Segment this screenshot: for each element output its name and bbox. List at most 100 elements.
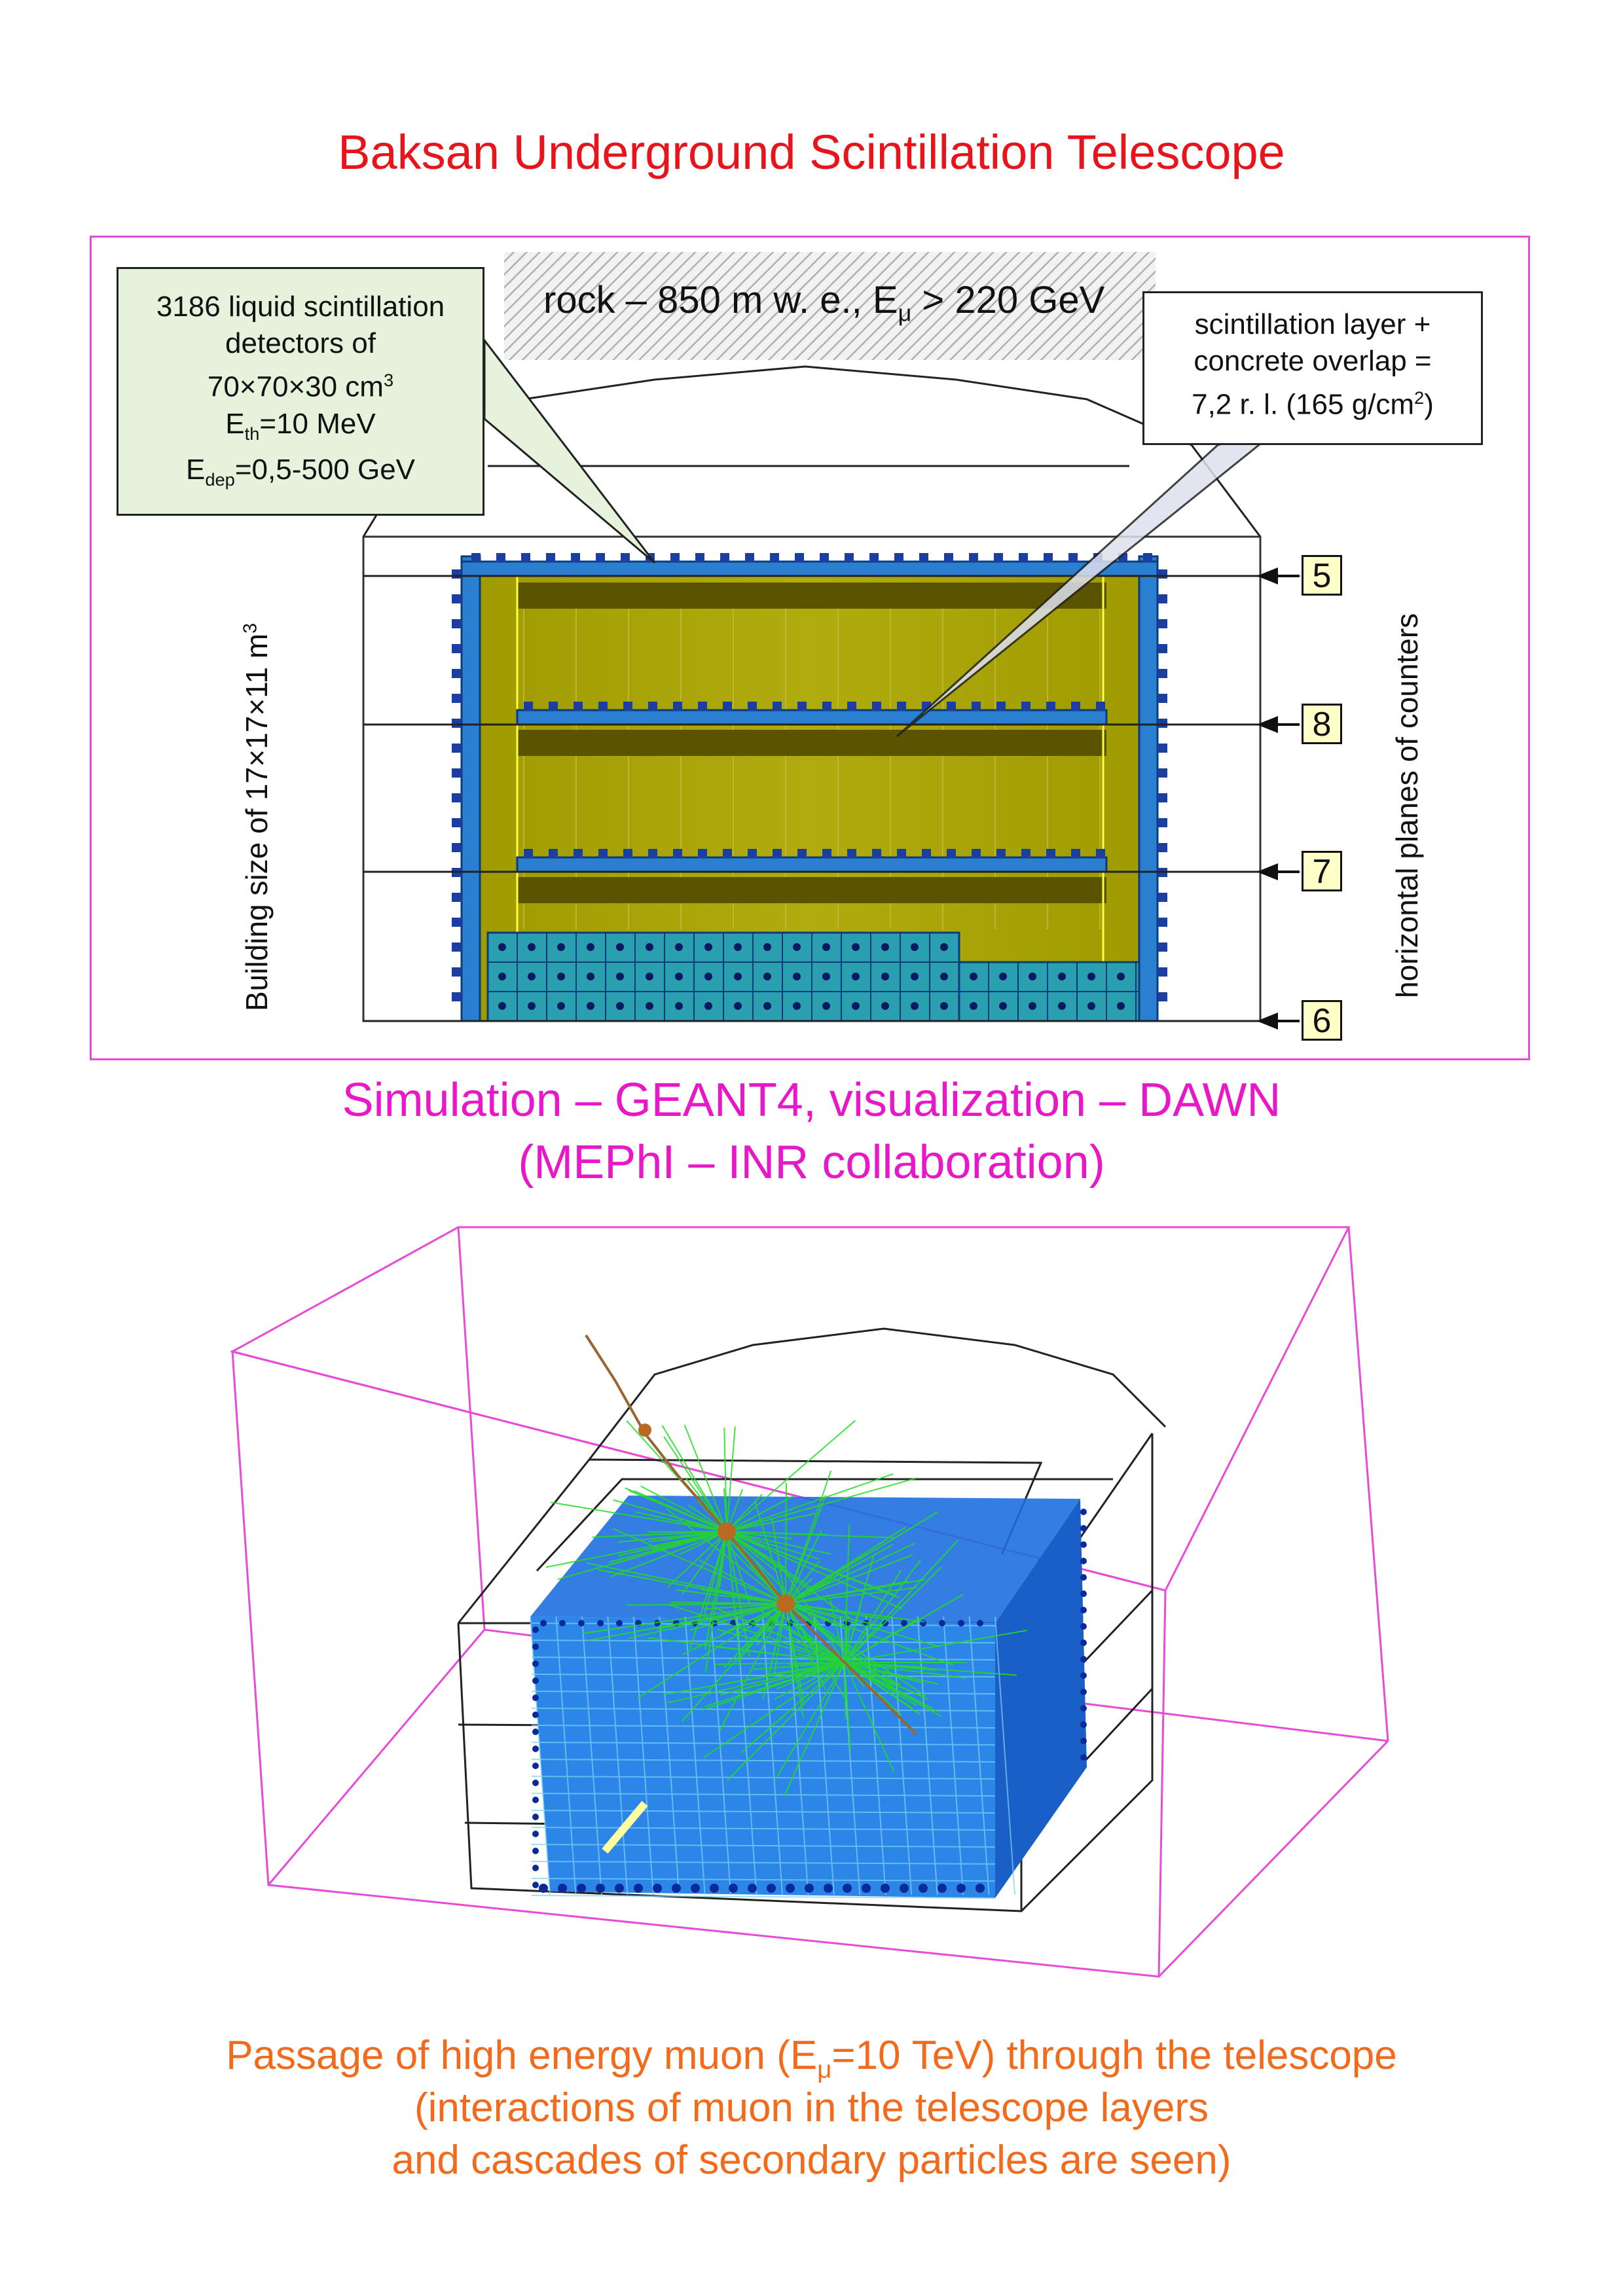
counter-stud [596,553,605,562]
counter-dot [528,973,536,980]
counter-stud [1158,967,1167,977]
cascade-ray [610,1531,727,1578]
counter-stud [996,702,1006,711]
cascade-ray [717,1628,845,1663]
sim-grid-line [555,1616,577,1895]
cascade-ray [723,1427,727,1532]
counter-stud [698,702,707,711]
sim-counter-dot [939,1620,945,1626]
cascade-ray [726,1531,751,1605]
sim-counter-dot [532,1660,539,1667]
cascade-ray [663,1662,845,1696]
sim-counter-dot [901,1620,907,1626]
counter-stud [947,849,956,858]
layer-callout: scintillation layer + concrete overlap =… [1142,291,1483,445]
sim-counter-dot [540,1620,547,1626]
cascade-ray [785,1603,954,1666]
sim-grid-line [531,1725,996,1729]
muon-track [585,1334,918,1736]
sim-counter-dot [532,1865,539,1871]
cascade-ray [785,1603,894,1687]
cascade-ray [726,1531,903,1610]
counter-stud [1046,702,1055,711]
counter-stud [496,553,505,562]
cascade-ray [719,1603,786,1732]
sim-counter-dot [559,1620,566,1626]
counter-stud [1158,768,1167,778]
sim-counter-dot [1080,1541,1087,1548]
counter-dot [587,973,594,980]
cascade-ray [785,1554,913,1604]
sim-counter-dot [938,1884,947,1893]
counter-stud [452,918,462,927]
counter-stud [673,702,682,711]
sim-counter-dot [881,1884,890,1893]
counter-dot [911,1002,919,1010]
cascade-ray [704,1531,727,1673]
cross-section-frame [90,236,1530,1060]
sim-counter-dot [843,1884,852,1893]
plane-number-7: 7 [1302,851,1342,891]
counter-dot [498,973,506,980]
counter-stud [452,719,462,728]
cascade-ray [726,1420,856,1532]
caption-line-1: Passage of high energy muon (Eμ=10 TeV) … [0,2032,1623,2084]
cascade-ray [785,1530,822,1604]
sim-grid-line [531,1810,996,1814]
counter-stud [673,849,682,858]
sim-counter-dot [532,1729,539,1735]
counter-dot [881,973,889,980]
sim-counter-dot [919,1884,928,1893]
counter-dot [793,973,801,980]
counter-stud [452,569,462,579]
counter-stud [720,553,729,562]
counter-dot [1117,973,1125,980]
counter-stud [1019,553,1028,562]
cascade-ray [844,1559,922,1663]
sim-counter-dot [532,1831,539,1837]
rock-label-text: rock – 850 m w. e., E [543,279,898,321]
sim-counter-dot [532,1848,539,1854]
cascade-ray [699,1559,786,1604]
counter-dot [911,973,919,980]
sim-counter-dot [729,1884,738,1893]
counter-dot [675,1002,683,1010]
counter-dot [763,973,771,980]
sim-counter-dot [1080,1705,1087,1712]
sim-counter-dot [532,1763,539,1769]
sim-counter-dot [1080,1623,1087,1630]
page-title: Baksan Underground Scintillation Telesco… [338,125,1285,179]
sim-counter-dot [1080,1558,1087,1564]
counter-stud [1158,818,1167,827]
counter-stud [452,619,462,628]
sim-counter-dot [1080,1590,1087,1597]
building-size-sup: 3 [240,623,261,634]
counter-stud [897,849,906,858]
counter-dot [587,1002,594,1010]
counter-dot [999,1002,1007,1010]
counter-dot [646,1002,653,1010]
counter-stud [919,553,928,562]
sim-grid-line [632,1616,654,1895]
sim-grid-line [531,1861,996,1865]
cascade-ray [666,1508,786,1604]
sim-grid-line [531,1878,996,1882]
counter-stud [1158,918,1167,927]
cascade-ray [785,1544,893,1604]
sim-grid-line [531,1674,996,1677]
counter-stud [452,669,462,678]
cascade-ray [714,1662,845,1665]
counter-dot [587,943,594,951]
counter-dot [704,943,712,951]
plane-7 [516,856,1108,873]
cascade-ray [774,1662,845,1700]
counter-dot [1087,973,1095,980]
counter-stud [996,849,1006,858]
plane-5 [460,560,1159,577]
cascade-ray [785,1511,938,1604]
counter-stud [797,849,807,858]
counter-stud [452,594,462,603]
counter-stud [1158,744,1167,753]
cascade-ray [740,1603,786,1650]
counter-dot [734,973,742,980]
